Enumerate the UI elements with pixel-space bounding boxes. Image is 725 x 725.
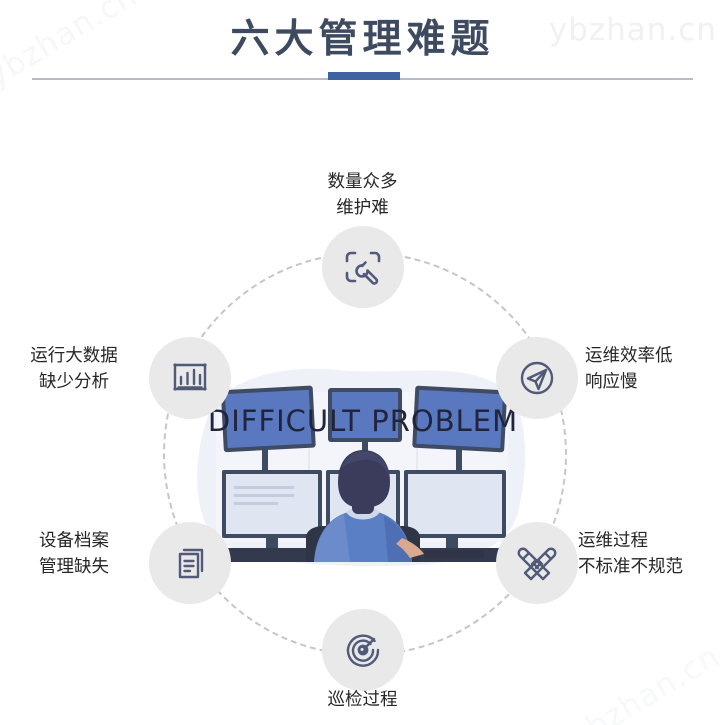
wrench-in-frame-icon bbox=[341, 245, 385, 289]
radar-target-icon bbox=[341, 628, 385, 672]
node-circle-efficiency[interactable] bbox=[496, 337, 578, 419]
page-title: 六大管理难题 bbox=[230, 18, 495, 61]
node-circle-process[interactable] bbox=[496, 522, 578, 604]
node-circle-inspection[interactable] bbox=[322, 609, 404, 691]
paper-plane-circle-icon bbox=[515, 356, 559, 400]
node-label-archive-line1: 设备档案 bbox=[39, 530, 109, 550]
workstation-illustration bbox=[188, 352, 538, 582]
node-label-quantity-line2: 维护难 bbox=[336, 197, 389, 217]
documents-icon bbox=[168, 541, 212, 585]
node-label-inspection: 巡检过程 bbox=[0, 686, 725, 712]
node-label-big-data-line2: 缺少分析 bbox=[39, 371, 109, 391]
pen-ruler-icon bbox=[515, 541, 559, 585]
node-circle-big-data[interactable] bbox=[149, 337, 231, 419]
node-circle-archive[interactable] bbox=[149, 522, 231, 604]
node-label-process-line1: 运维过程 bbox=[578, 530, 648, 550]
node-label-inspection-line1: 巡检过程 bbox=[327, 689, 398, 709]
node-label-big-data-line1: 运行大数据 bbox=[30, 345, 118, 365]
node-label-efficiency: 运维效率低 响应慢 bbox=[585, 342, 717, 394]
node-label-archive-line2: 管理缺失 bbox=[39, 556, 109, 576]
node-circle-quantity[interactable] bbox=[322, 226, 404, 308]
center-overlay-text: DIFFICULT PROBLEM bbox=[207, 404, 519, 438]
node-label-archive: 设备档案 管理缺失 bbox=[8, 527, 140, 579]
node-label-quantity: 数量众多 维护难 bbox=[0, 168, 725, 220]
title-divider-accent bbox=[328, 72, 400, 80]
node-label-process-line2: 不标准不规范 bbox=[578, 556, 683, 576]
watermark-top-right: ybzhan.cn bbox=[548, 12, 717, 48]
node-label-big-data: 运行大数据 缺少分析 bbox=[8, 342, 140, 394]
node-label-efficiency-line2: 响应慢 bbox=[585, 371, 638, 391]
node-label-quantity-line1: 数量众多 bbox=[327, 171, 398, 191]
bar-chart-icon bbox=[168, 356, 212, 400]
node-label-process: 运维过程 不标准不规范 bbox=[578, 527, 725, 579]
node-label-efficiency-line1: 运维效率低 bbox=[585, 345, 673, 365]
